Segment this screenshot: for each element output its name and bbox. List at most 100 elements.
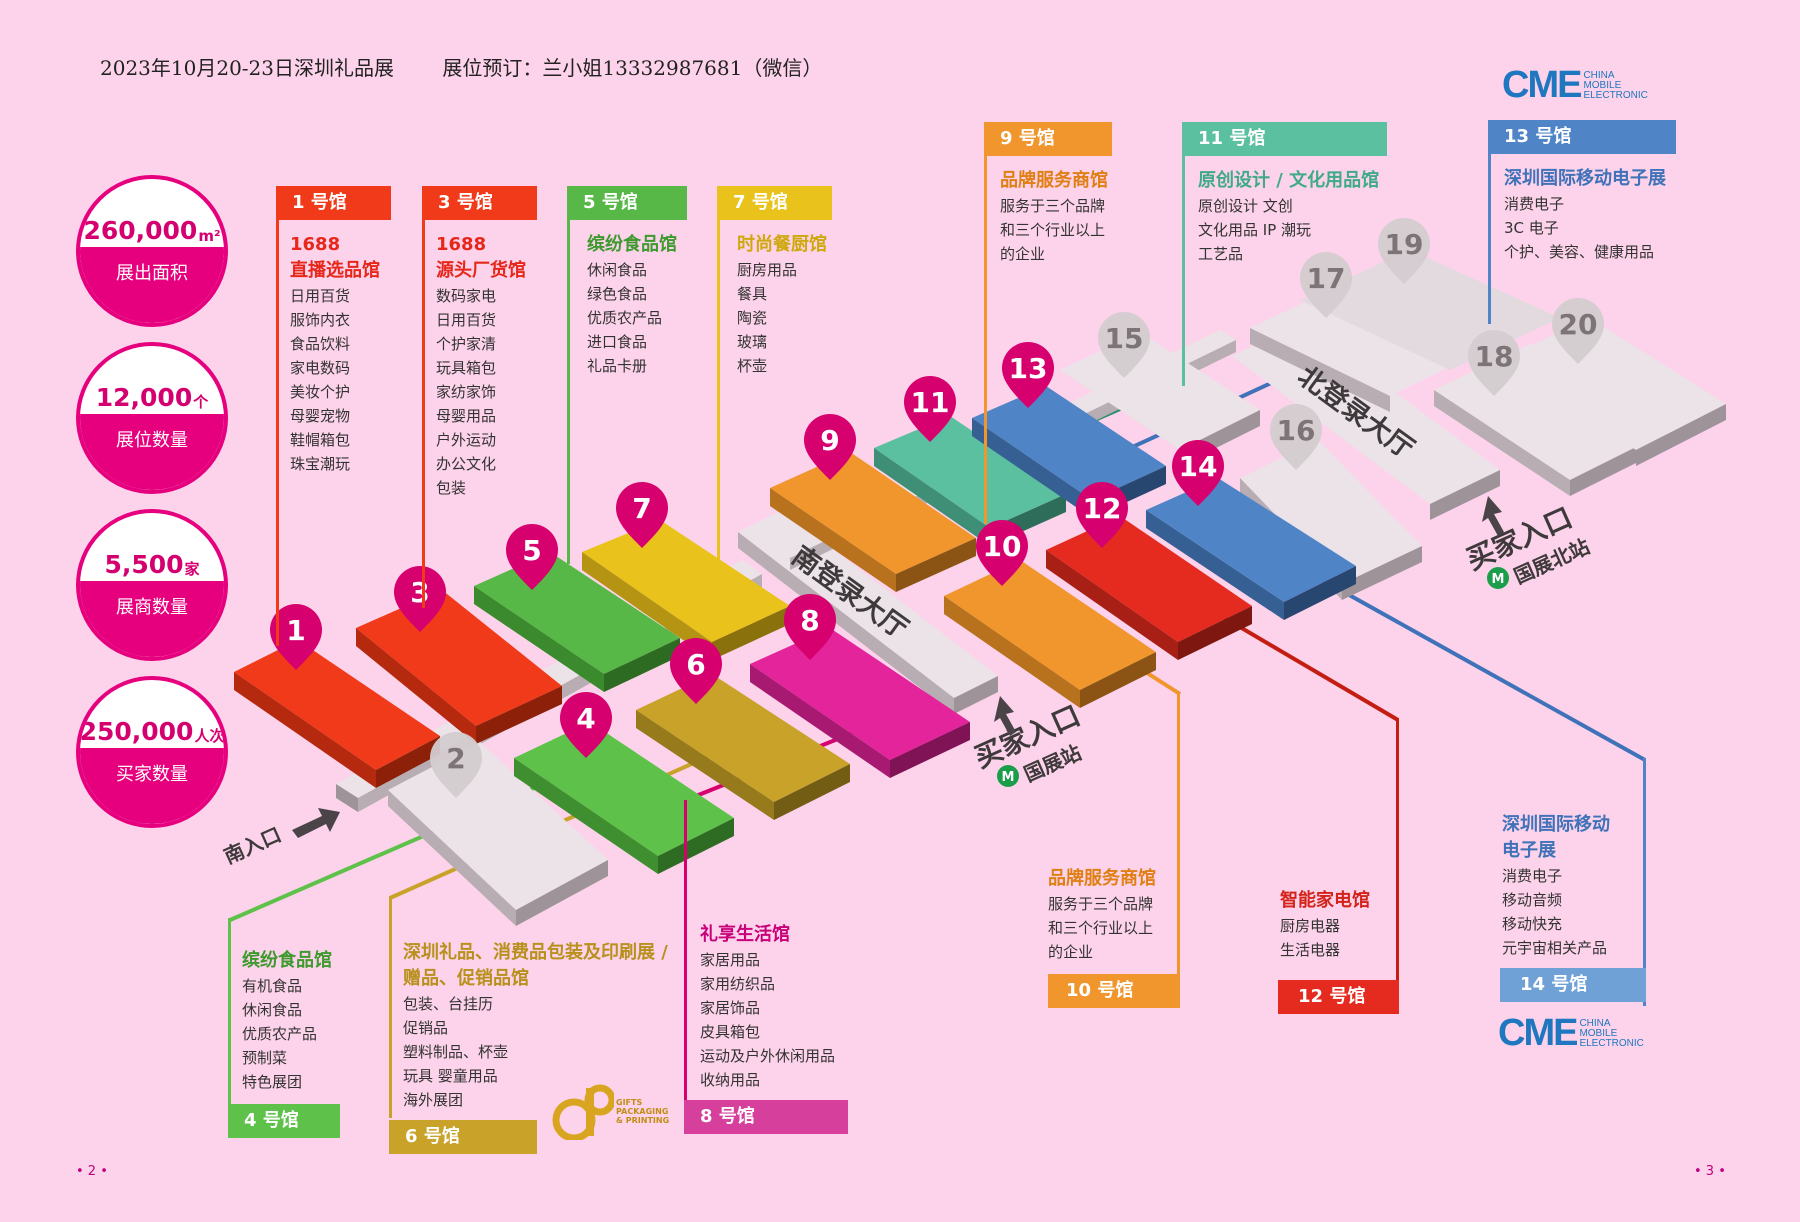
pin-hall-6: 6	[670, 638, 722, 704]
item: 包装	[436, 479, 467, 497]
pin-hall-7: 7	[616, 482, 668, 548]
item: 移动音频	[1502, 891, 1563, 909]
hall-info-12: 智能家电馆 厨房电器 生活电器 12 号馆	[1278, 888, 1399, 1014]
item: 预制菜	[242, 1049, 288, 1067]
item: 杯壶	[737, 357, 768, 375]
pin-hall-10: 10	[976, 520, 1028, 586]
hall-info-7: 7 号馆 时尚餐厨馆 厨房用品 餐具 陶瓷 玻璃 杯壶	[717, 186, 832, 378]
hall-info-10: 品牌服务商馆 服务于三个品牌 和三个行业以上 的企业 10 号馆	[1048, 866, 1180, 1008]
item: 文化用品 IP 潮玩	[1198, 221, 1312, 239]
cme-logo-text: CME	[1502, 64, 1582, 106]
hall-items: 休闲食品 绿色食品 优质农产品 进口食品 礼品卡册	[587, 258, 687, 378]
hall-4-block	[514, 722, 734, 874]
hall-items: 服务于三个品牌 和三个行业以上 的企业	[1000, 194, 1112, 266]
connector-h12-v	[1396, 718, 1399, 1004]
hall-info-9: 9 号馆 品牌服务商馆 服务于三个品牌 和三个行业以上 的企业	[984, 122, 1112, 266]
hall-title: 深圳礼品、消费品包装及印刷展 /	[403, 942, 668, 963]
metro-icon-north: M	[1487, 567, 1509, 589]
connector-h8-v	[684, 800, 687, 1118]
gifts-logo-icon	[552, 1084, 614, 1140]
connector-h10-v	[1177, 694, 1180, 1004]
svg-text:M: M	[1002, 770, 1015, 785]
hall-6-block	[636, 674, 850, 820]
buyer-entrance-north-arrow-icon	[1482, 496, 1504, 536]
hall-tag: 13 号馆	[1488, 120, 1676, 154]
item: 移动快充	[1502, 915, 1563, 933]
item: 餐具	[737, 285, 768, 303]
connector-h4-v	[228, 918, 231, 1118]
stat-value: 250,000	[79, 717, 194, 746]
stat-label: 展位数量	[80, 414, 224, 490]
stat-value: 12,000	[95, 383, 193, 412]
pin-hall-8: 8	[784, 594, 836, 660]
hall-tag: 11 号馆	[1182, 122, 1387, 156]
pin-number: 10	[983, 530, 1022, 563]
stat-label: 买家数量	[80, 748, 224, 824]
page-number-left: • 2 •	[76, 1164, 108, 1179]
item: 3C 电子	[1504, 219, 1559, 237]
pin-hall-16: 16	[1270, 404, 1322, 470]
hall-8-block	[750, 628, 970, 778]
item: 塑料制品、杯壶	[403, 1043, 509, 1061]
item: 有机食品	[242, 977, 303, 995]
hall-title: 深圳国际移动	[1502, 814, 1610, 835]
hall-7-block	[582, 520, 790, 660]
svg-text:M: M	[1492, 572, 1505, 587]
hall-items: 厨房用品 餐具 陶瓷 玻璃 杯壶	[737, 258, 832, 378]
item: 美妆个护	[290, 383, 351, 401]
hall-title: 1688	[290, 234, 341, 255]
hall-title: 缤纷食品馆	[242, 950, 332, 971]
hall-tag: 4 号馆	[228, 1104, 340, 1138]
hall-tag: 10 号馆	[1048, 974, 1180, 1008]
stat-value: 260,000	[83, 216, 198, 245]
item: 食品饮料	[290, 335, 351, 353]
pin-number: 3	[410, 576, 429, 609]
connector-h9-v	[984, 134, 987, 524]
item: 玻璃	[737, 333, 768, 351]
hall-items: 有机食品 休闲食品 优质农产品 预制菜 特色展团	[242, 974, 340, 1094]
pin-number: 2	[446, 742, 465, 775]
item: 办公文化	[436, 455, 497, 473]
hall-tag: 5 号馆	[567, 186, 687, 220]
stat-label: 展出面积	[80, 247, 224, 323]
pin-number: 19	[1385, 228, 1424, 261]
hall-title: 时尚餐厨馆	[737, 234, 827, 255]
pin-number: 14	[1179, 450, 1218, 483]
item: 进口食品	[587, 333, 648, 351]
stat-unit: m²	[198, 227, 221, 245]
hall-tag: 14 号馆	[1500, 968, 1646, 1002]
connector-h1	[276, 198, 279, 646]
item: 礼品卡册	[587, 357, 648, 375]
pin-hall-12: 12	[1076, 482, 1128, 548]
hall-title: 赠品、促销品馆	[403, 968, 529, 989]
hall-10-block	[944, 560, 1156, 708]
entrance-arrows	[292, 496, 1504, 838]
item: 家纺家饰	[436, 383, 497, 401]
hall-info-6: 深圳礼品、消费品包装及印刷展 / 赠品、促销品馆 包装、台挂历 促销品 塑料制品…	[389, 940, 668, 1154]
hall-title: 智能家电馆	[1280, 890, 1370, 911]
hall-info-3: 3 号馆 1688 源头厂货馆 数码家电 日用百货 个护家清 玩具箱包 家纺家饰…	[422, 186, 537, 500]
item: 特色展团	[242, 1073, 303, 1091]
hall-title: 1688	[436, 234, 487, 255]
item: 促销品	[403, 1019, 449, 1037]
item: 家居饰品	[700, 999, 761, 1017]
pin-number: 15	[1105, 322, 1144, 355]
connector-h3	[422, 198, 425, 608]
hall-items: 包装、台挂历 促销品 塑料制品、杯壶 玩具 婴童用品 海外展团	[403, 992, 537, 1112]
item: 日用百货	[290, 287, 351, 305]
pin-hall-11: 11	[904, 376, 956, 442]
hall-tag: 1 号馆	[276, 186, 391, 220]
item: 玩具 婴童用品	[403, 1067, 498, 1085]
connector-h13-v	[1488, 134, 1491, 324]
item: 优质农产品	[242, 1025, 318, 1043]
stat-unit: 个	[193, 393, 209, 411]
pin-number: 12	[1083, 492, 1122, 525]
item: 厨房用品	[737, 261, 798, 279]
item: 的企业	[1000, 245, 1046, 263]
item: 日用百货	[436, 311, 497, 329]
connector-h7	[717, 198, 720, 580]
page-number-right: • 3 •	[1694, 1164, 1726, 1179]
